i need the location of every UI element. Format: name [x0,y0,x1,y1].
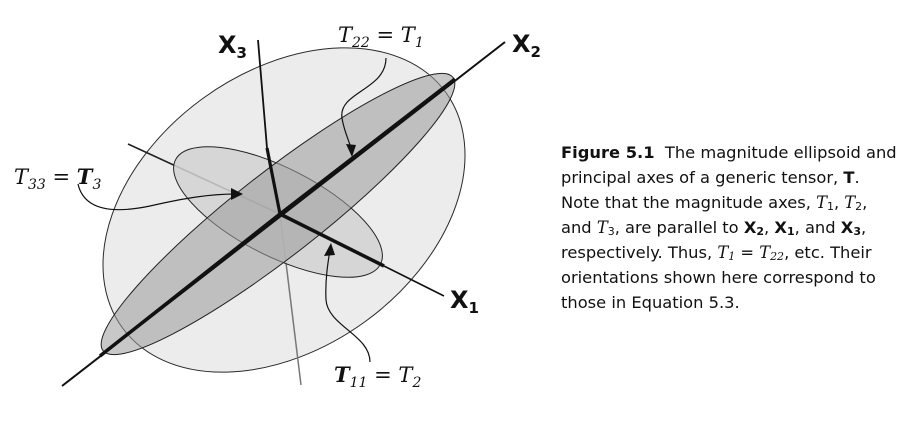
caption-eq-op: = [735,243,760,262]
caption-x2-symbol: X [743,218,757,237]
x2-axis-thick-lower [98,212,282,358]
equation-t22-t1: T22 = T1 [338,23,424,51]
caption-t1-sub: 1 [826,200,834,213]
caption-x3-sub: 3 [853,225,861,238]
caption-eq-lhs-sub: 1 [728,250,736,263]
caption-text-1: The magnitude ellipsoid and principal ax… [561,143,897,187]
caption-comma-1: , [833,193,845,212]
leader-top [341,57,387,153]
caption-x1-sub: 1 [786,225,795,238]
leader-bottom-arrowhead [324,243,335,256]
caption-t2-symbol: T [844,193,856,212]
caption-text-6: , respectively. Thus, [561,218,867,262]
caption-t2-sub: 2 [855,200,863,213]
tensor-ellipsoid-figure: X3 X2 X1 T22 = T1 T33 = T3 T11 = T2 [14,23,540,391]
x3-axis-outer [257,39,268,149]
x1-label: X1 [450,286,479,317]
caption-text-5: , and [794,218,841,237]
x2-axis-thick-upper [278,77,457,216]
x1-axis-thick [279,212,385,268]
leader-bottom [325,249,371,363]
caption-comma-2: , [764,218,775,237]
caption-eq-rhs: T [759,243,771,262]
x3-axis-thick [265,147,282,215]
caption-x3-symbol: X [840,218,854,237]
x1-axis-outer [383,265,445,297]
caption-tensor-symbol: T [843,168,855,187]
caption-text-4: , are parallel to [614,218,744,237]
leader-left [77,183,237,211]
equation-t11-t2: T11 = T2 [334,362,421,391]
caption-eq-lhs: T [717,243,729,262]
x2-label: X2 [512,30,540,61]
caption-t3-symbol: T [596,218,608,237]
figure-number: Figure 5.1 [561,143,655,162]
caption-text-7: , etc. Their orientations shown here cor… [561,243,876,312]
caption-text-2: . Note that the magnitude axes, [561,168,860,212]
caption-x2-sub: 2 [756,225,765,238]
caption-t3-sub: 3 [607,225,615,238]
equation-t33-t3: T33 = T3 [14,164,101,193]
caption-x1-symbol: X [774,218,787,237]
caption-eq-rhs-sub: 22 [770,250,785,263]
caption-text-3: , and [561,193,868,237]
caption-t1-symbol: T [816,193,827,212]
leader-top-arrowhead [346,144,356,157]
x3-label: X3 [218,31,247,62]
figure-caption: Figure 5.1 The magnitude ellipsoid and p… [561,140,901,315]
leader-left-arrowhead [231,188,243,200]
